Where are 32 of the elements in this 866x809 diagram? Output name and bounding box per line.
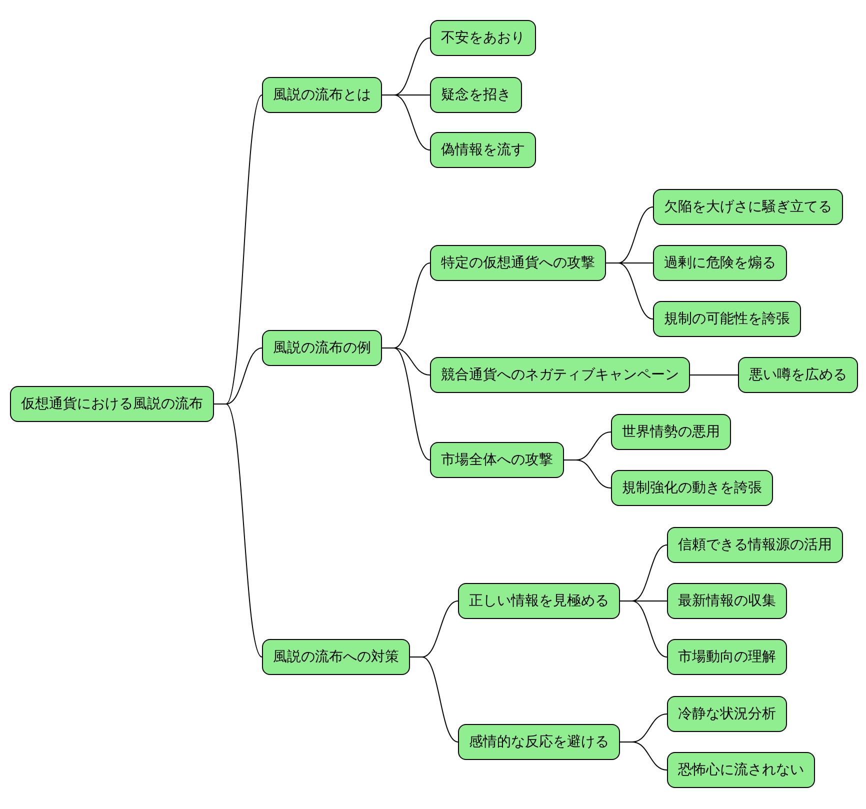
topic-box: 感情的な反応を避ける <box>458 724 620 760</box>
topic-box: 正しい情報を見極める <box>458 583 620 619</box>
topic-box: 冷静な状況分析 <box>667 696 787 732</box>
topic-box: 市場動向の理解 <box>667 639 787 675</box>
topic-box: 規制強化の動きを誇張 <box>611 470 773 506</box>
connector-line <box>410 656 458 742</box>
topic-box: 市場全体への攻撃 <box>430 442 564 478</box>
topic-box: 風説の流布の例 <box>262 330 382 366</box>
connector-line <box>214 404 262 658</box>
connector-line <box>690 374 738 376</box>
topic-box: 過剰に危険を煽る <box>653 245 787 281</box>
connector-line <box>620 742 668 770</box>
topic-box: 欠陥を大げさに騒ぎ立てる <box>653 189 843 225</box>
connector-line <box>620 600 668 658</box>
connector-line <box>564 460 612 488</box>
topic-box: 最新情報の収集 <box>667 583 787 619</box>
topic-box: 悪い噂を広める <box>738 357 858 393</box>
topic-box: 疑念を招き <box>430 77 522 113</box>
topic-box: 特定の仮想通貨への攻撃 <box>430 245 606 281</box>
connector-line <box>382 348 430 460</box>
topic-box: 不安をあおり <box>430 20 536 56</box>
topic-box: 偽情報を流す <box>430 132 536 168</box>
topic-box: 世界情勢の悪用 <box>611 414 731 450</box>
topic-box: 信頼できる情報源の活用 <box>667 527 843 563</box>
topic-box: 競合通貨へのネガティブキャンペーン <box>430 357 690 393</box>
topic-box: 風説の流布とは <box>262 77 382 113</box>
topic-box: 恐怖心に流されない <box>667 752 815 788</box>
topic-box: 風説の流布への対策 <box>262 639 410 675</box>
connector-line <box>606 262 654 320</box>
topic-box: 仮想通貨における風説の流布 <box>10 386 214 422</box>
connector-line <box>382 94 430 150</box>
topic-box: 規制の可能性を誇張 <box>653 301 801 337</box>
